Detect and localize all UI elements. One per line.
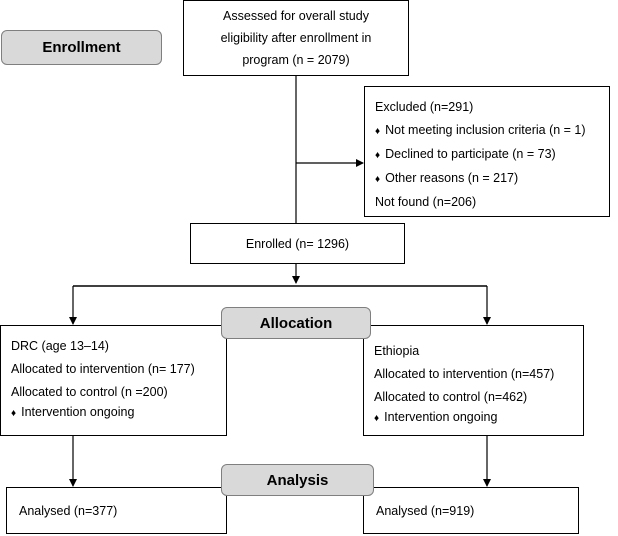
enrollment-label-text: Enrollment	[42, 39, 121, 56]
assessed-box: Assessed for overall study eligibility a…	[183, 0, 409, 76]
diamond-bullet-icon: ♦	[375, 150, 381, 161]
enrollment-label: Enrollment	[1, 30, 162, 65]
enrolled-text: Enrolled (n= 1296)	[245, 236, 350, 251]
analysis-label: Analysis	[221, 464, 374, 496]
drc-ongoing: ♦ Intervention ongoing	[11, 404, 226, 422]
excluded-box: Excluded (n=291) ♦ Not meeting inclusion …	[364, 86, 610, 217]
ethiopia-control: Allocated to control (n=462)	[374, 390, 528, 404]
diamond-bullet-icon: ♦	[11, 408, 17, 419]
ethiopia-ongoing: ♦ Intervention ongoing	[374, 409, 583, 427]
excluded-item-text: Declined to participate (n = 73)	[385, 147, 556, 161]
drc-box: DRC (age 13–14) Allocated to interventio…	[0, 325, 227, 436]
drc-control: Allocated to control (n =200)	[11, 385, 168, 399]
allocation-label: Allocation	[221, 307, 371, 339]
ethiopia-intervention: Allocated to intervention (n=457)	[374, 367, 555, 381]
allocation-label-text: Allocation	[259, 314, 333, 332]
assessed-line-2: eligibility after enrollment in	[220, 31, 372, 45]
excluded-title: Excluded (n=291)	[375, 100, 474, 114]
enrolled-box: Enrolled (n= 1296)	[190, 223, 405, 264]
excluded-not-found: Not found (n=206)	[375, 195, 477, 209]
excluded-item: ♦ Declined to participate (n = 73)	[375, 143, 609, 167]
ethiopia-title: Ethiopia	[374, 344, 420, 358]
assessed-line-1: Assessed for overall study	[223, 9, 369, 23]
excluded-item-text: Not meeting inclusion criteria (n = 1)	[385, 123, 586, 137]
assessed-line-3: program (n = 2079)	[242, 53, 350, 67]
analysed-left-box: Analysed (n=377)	[6, 487, 227, 534]
analysed-left-text: Analysed (n=377)	[19, 503, 118, 518]
ethiopia-ongoing-text: Intervention ongoing	[384, 410, 498, 424]
diamond-bullet-icon: ♦	[375, 126, 381, 137]
excluded-item: ♦ Not meeting inclusion criteria (n = 1)	[375, 119, 609, 143]
diamond-bullet-icon: ♦	[374, 413, 380, 424]
drc-title: DRC (age 13–14)	[11, 339, 109, 353]
excluded-item-text: Other reasons (n = 217)	[385, 171, 519, 185]
ethiopia-box: Ethiopia Allocated to intervention (n=45…	[363, 325, 584, 436]
drc-ongoing-text: Intervention ongoing	[21, 405, 135, 419]
diamond-bullet-icon: ♦	[375, 174, 381, 185]
drc-intervention: Allocated to intervention (n= 177)	[11, 362, 195, 376]
analysed-right-text: Analysed (n=919)	[376, 503, 475, 518]
analysis-label-text: Analysis	[266, 471, 329, 489]
excluded-item: ♦ Other reasons (n = 217)	[375, 167, 609, 191]
analysed-right-box: Analysed (n=919)	[363, 487, 579, 534]
